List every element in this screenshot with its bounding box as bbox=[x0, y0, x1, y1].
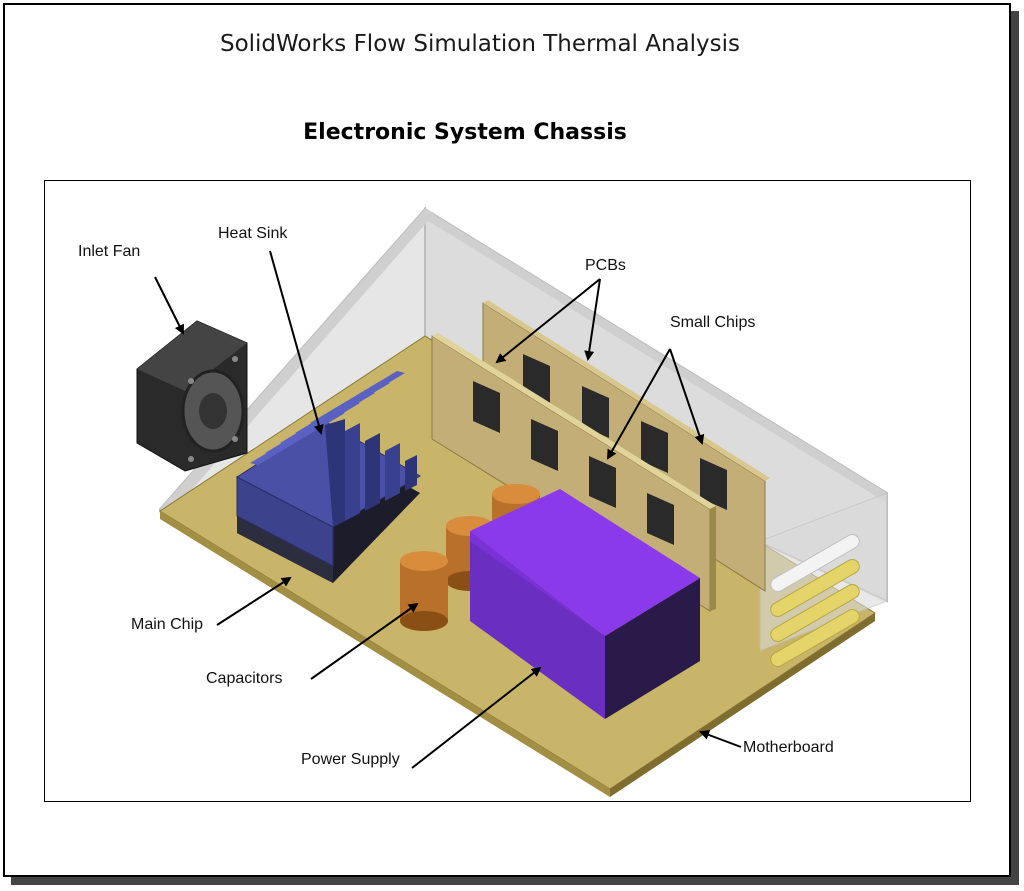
label-power-supply: Power Supply bbox=[301, 751, 400, 768]
label-motherboard: Motherboard bbox=[743, 739, 834, 756]
chassis-illustration bbox=[136, 206, 888, 797]
label-pcbs: PCBs bbox=[585, 257, 626, 274]
page-subtitle: Electronic System Chassis bbox=[303, 120, 627, 145]
power-supply bbox=[470, 489, 700, 719]
diagram-panel: Inlet Fan Heat Sink PCBs Small Chips Mai… bbox=[44, 180, 971, 802]
label-small-chips: Small Chips bbox=[670, 314, 756, 331]
label-capacitors: Capacitors bbox=[206, 670, 283, 687]
inlet-fan bbox=[136, 320, 248, 472]
leader-arrows bbox=[154, 250, 742, 769]
vent-slots bbox=[770, 534, 860, 667]
page-title: SolidWorks Flow Simulation Thermal Analy… bbox=[219, 31, 740, 57]
small-chips-front bbox=[473, 381, 674, 545]
label-main-chip: Main Chip bbox=[131, 616, 204, 633]
heat-sink bbox=[236, 371, 421, 583]
label-heat-sink: Heat Sink bbox=[218, 225, 288, 242]
label-inlet-fan: Inlet Fan bbox=[78, 243, 141, 260]
capacitor bbox=[400, 551, 448, 631]
chassis-right-wall bbox=[759, 492, 888, 667]
